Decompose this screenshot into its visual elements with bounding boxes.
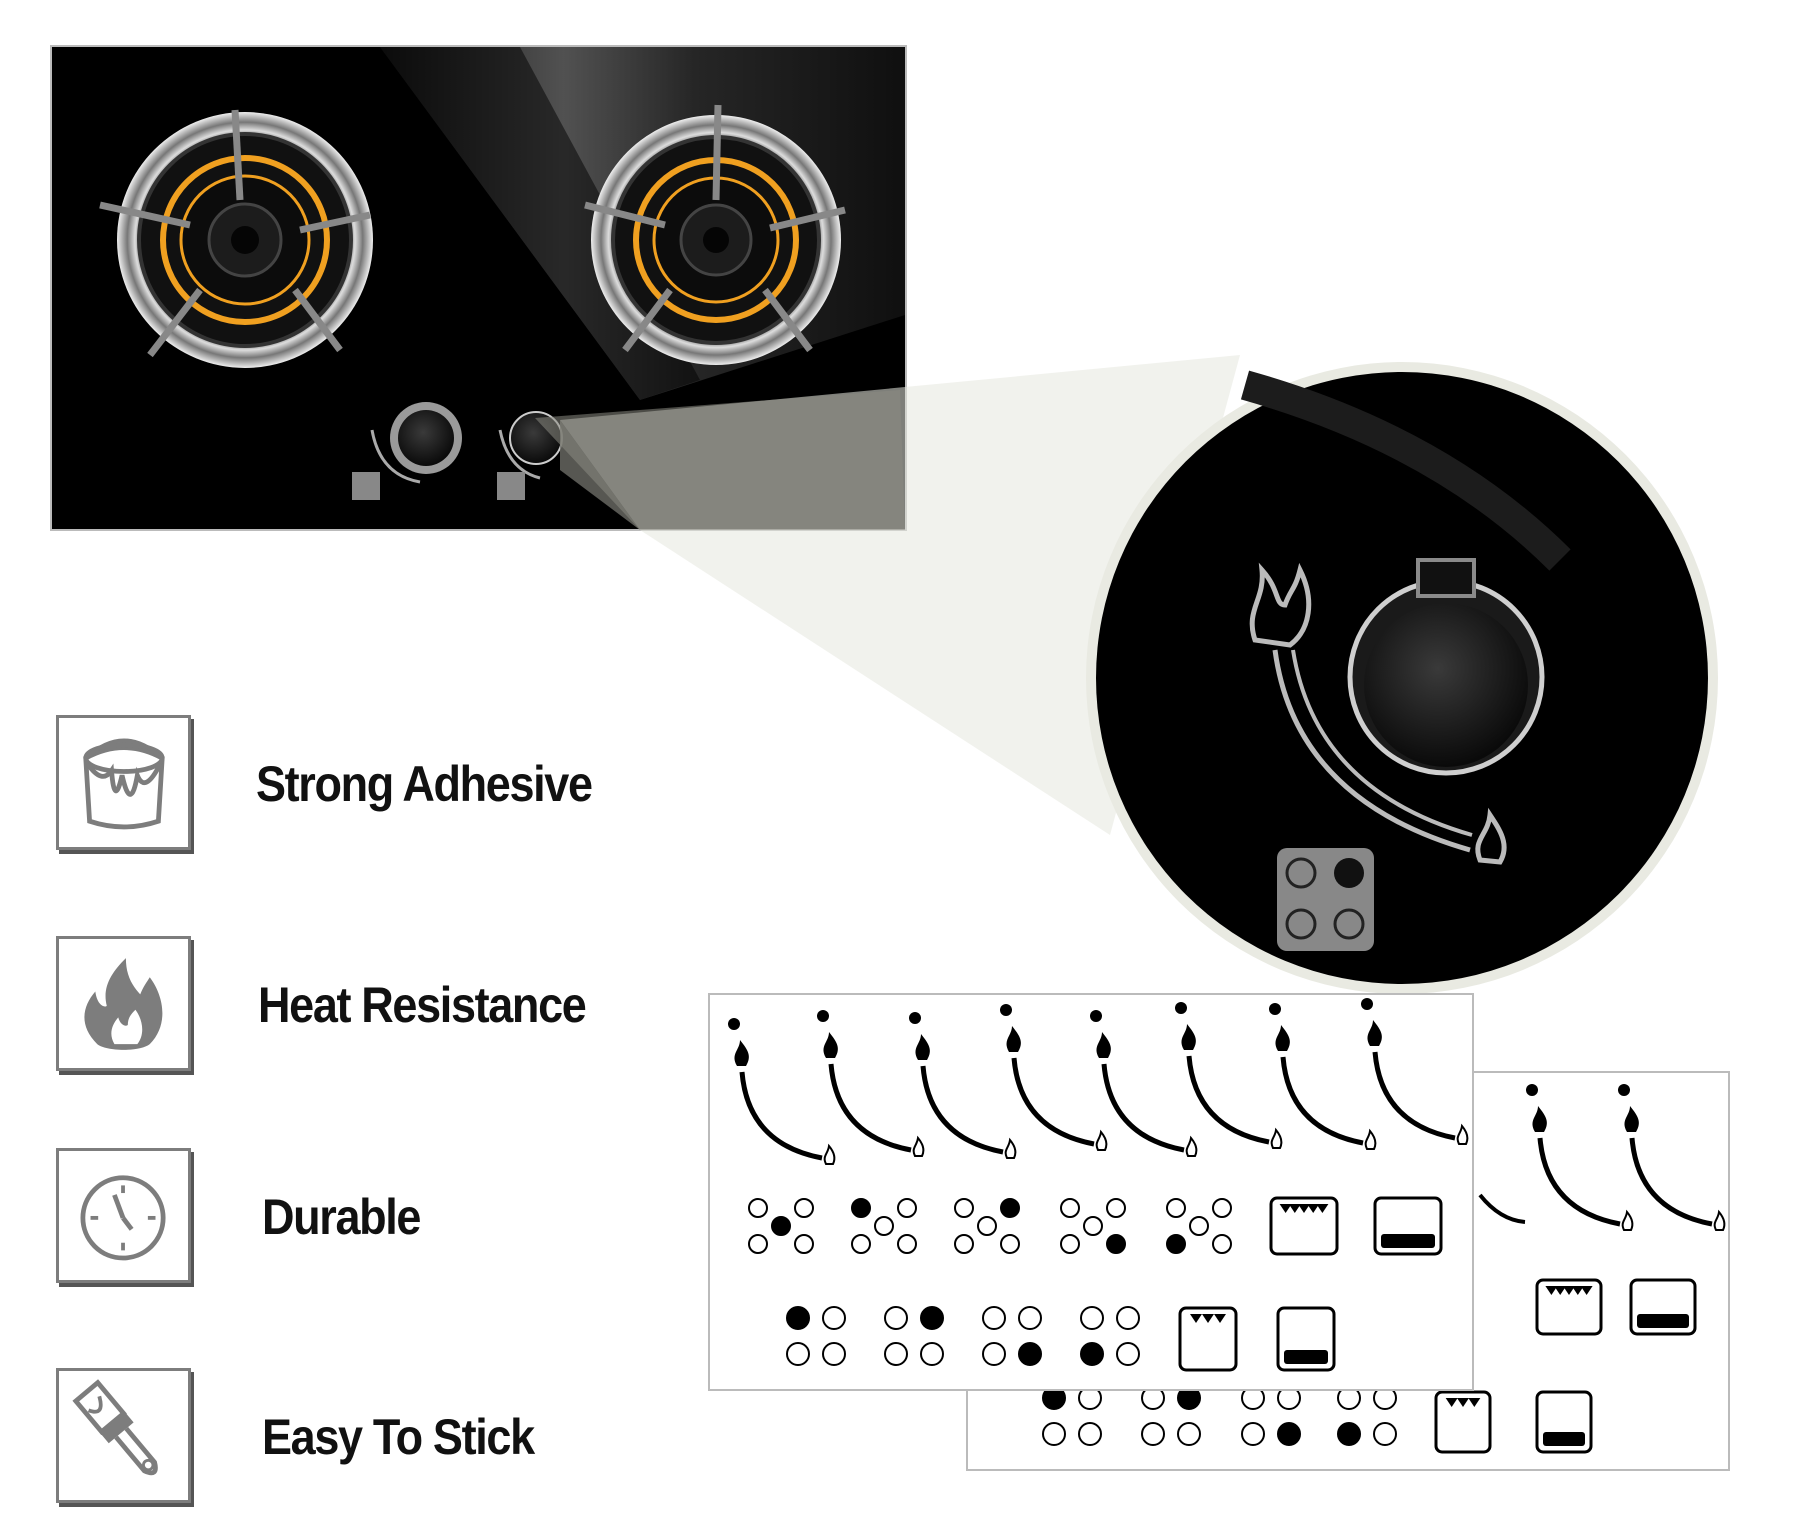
feature-easy-to-stick: Easy To Stick bbox=[56, 1368, 696, 1513]
oven-top-heat-sticker bbox=[1178, 1306, 1238, 1372]
feature-durable: Durable bbox=[56, 1148, 696, 1293]
oven-top-heat-sticker bbox=[1434, 1390, 1492, 1454]
clock-icon bbox=[56, 1148, 191, 1283]
oven-top-heat-sticker bbox=[1535, 1278, 1603, 1336]
feature-label: Strong Adhesive bbox=[256, 756, 593, 812]
oven-bottom-heat-sticker bbox=[1629, 1278, 1697, 1336]
oven-bottom-heat-sticker bbox=[1535, 1390, 1593, 1454]
zoomed-knob-detail bbox=[1086, 362, 1718, 994]
burner-position-sticker bbox=[982, 1306, 1042, 1366]
burner-position-sticker bbox=[748, 1198, 814, 1254]
cooktop-photo bbox=[50, 45, 907, 531]
burner-position-sticker bbox=[1060, 1198, 1126, 1254]
dial-sticker bbox=[817, 1010, 925, 1157]
oven-bottom-heat-sticker bbox=[1276, 1306, 1336, 1372]
oven-bottom-heat-sticker bbox=[1373, 1196, 1443, 1256]
feature-heat-resistance: Heat Resistance bbox=[56, 936, 696, 1081]
flame-icon bbox=[56, 936, 191, 1071]
burner-position-sticker bbox=[1141, 1386, 1201, 1446]
burner-position-sticker bbox=[851, 1198, 917, 1254]
feature-strong-adhesive: Strong Adhesive bbox=[56, 715, 696, 860]
paint-bucket-icon bbox=[56, 715, 191, 850]
burner-position-sticker bbox=[1337, 1386, 1397, 1446]
left-control-knob bbox=[352, 402, 462, 500]
dial-sticker bbox=[1361, 998, 1469, 1145]
burner-position-sticker bbox=[954, 1198, 1020, 1254]
oven-top-heat-sticker bbox=[1269, 1196, 1339, 1256]
burner-position-sticker bbox=[884, 1306, 944, 1366]
burner-position-sticker bbox=[1080, 1306, 1140, 1366]
dial-sticker bbox=[1269, 1003, 1377, 1150]
dial-sticker bbox=[1000, 1004, 1108, 1151]
dial-sticker bbox=[1618, 1084, 1726, 1231]
dial-sticker bbox=[909, 1012, 1017, 1159]
paint-brush-icon bbox=[56, 1368, 191, 1503]
dial-sticker bbox=[1175, 1002, 1283, 1149]
dial-sticker bbox=[1090, 1010, 1198, 1157]
dial-sticker bbox=[1526, 1084, 1634, 1231]
feature-label: Easy To Stick bbox=[262, 1409, 535, 1465]
feature-label: Heat Resistance bbox=[258, 977, 587, 1033]
dial-sticker bbox=[728, 1018, 836, 1165]
burner-position-sticker bbox=[1042, 1386, 1102, 1446]
feature-label: Durable bbox=[262, 1189, 421, 1245]
burner-position-sticker bbox=[786, 1306, 846, 1366]
right-burner bbox=[584, 104, 846, 365]
burner-position-sticker bbox=[1166, 1198, 1232, 1254]
left-burner bbox=[99, 109, 373, 368]
sticker-sheet-front bbox=[708, 993, 1474, 1391]
